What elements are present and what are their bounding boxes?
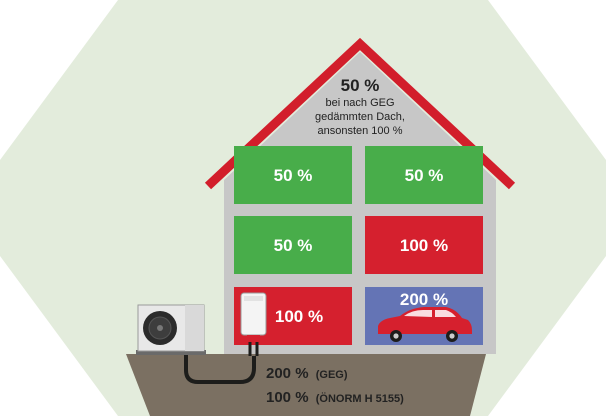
ground-label-oenorm: 100 % (ÖNORM H 5155) bbox=[266, 389, 404, 406]
ground-label-geg: 200 % (GEG) bbox=[266, 365, 348, 382]
room-top-left-label: 50 % bbox=[274, 166, 313, 185]
room-top-right bbox=[365, 146, 483, 204]
roof-note-line-1: bei nach GEG bbox=[325, 97, 394, 109]
refrigerant-pipe bbox=[184, 355, 256, 384]
room-top-left bbox=[234, 146, 352, 204]
room-middle-left-label: 50 % bbox=[274, 236, 313, 255]
car-icon bbox=[378, 307, 472, 342]
roof-percent: 50 % bbox=[341, 76, 380, 95]
heat-pump-indoor-unit-icon bbox=[240, 292, 267, 356]
ground bbox=[126, 354, 486, 416]
room-middle-right bbox=[365, 216, 483, 274]
room-middle-right-label: 100 % bbox=[400, 236, 448, 255]
room-top-right-label: 50 % bbox=[405, 166, 444, 185]
room-middle-left bbox=[234, 216, 352, 274]
roof-line bbox=[204, 37, 516, 190]
house-wall bbox=[224, 52, 496, 354]
roof-note-line-2: gedämmten Dach, bbox=[315, 111, 405, 123]
roof-note-line-3: ansonsten 100 % bbox=[317, 125, 402, 137]
room-garage-label: 200 % bbox=[400, 290, 448, 309]
heat-pump-outdoor-unit-icon bbox=[136, 304, 206, 355]
room-bottom-left-label: 100 % bbox=[275, 307, 323, 326]
